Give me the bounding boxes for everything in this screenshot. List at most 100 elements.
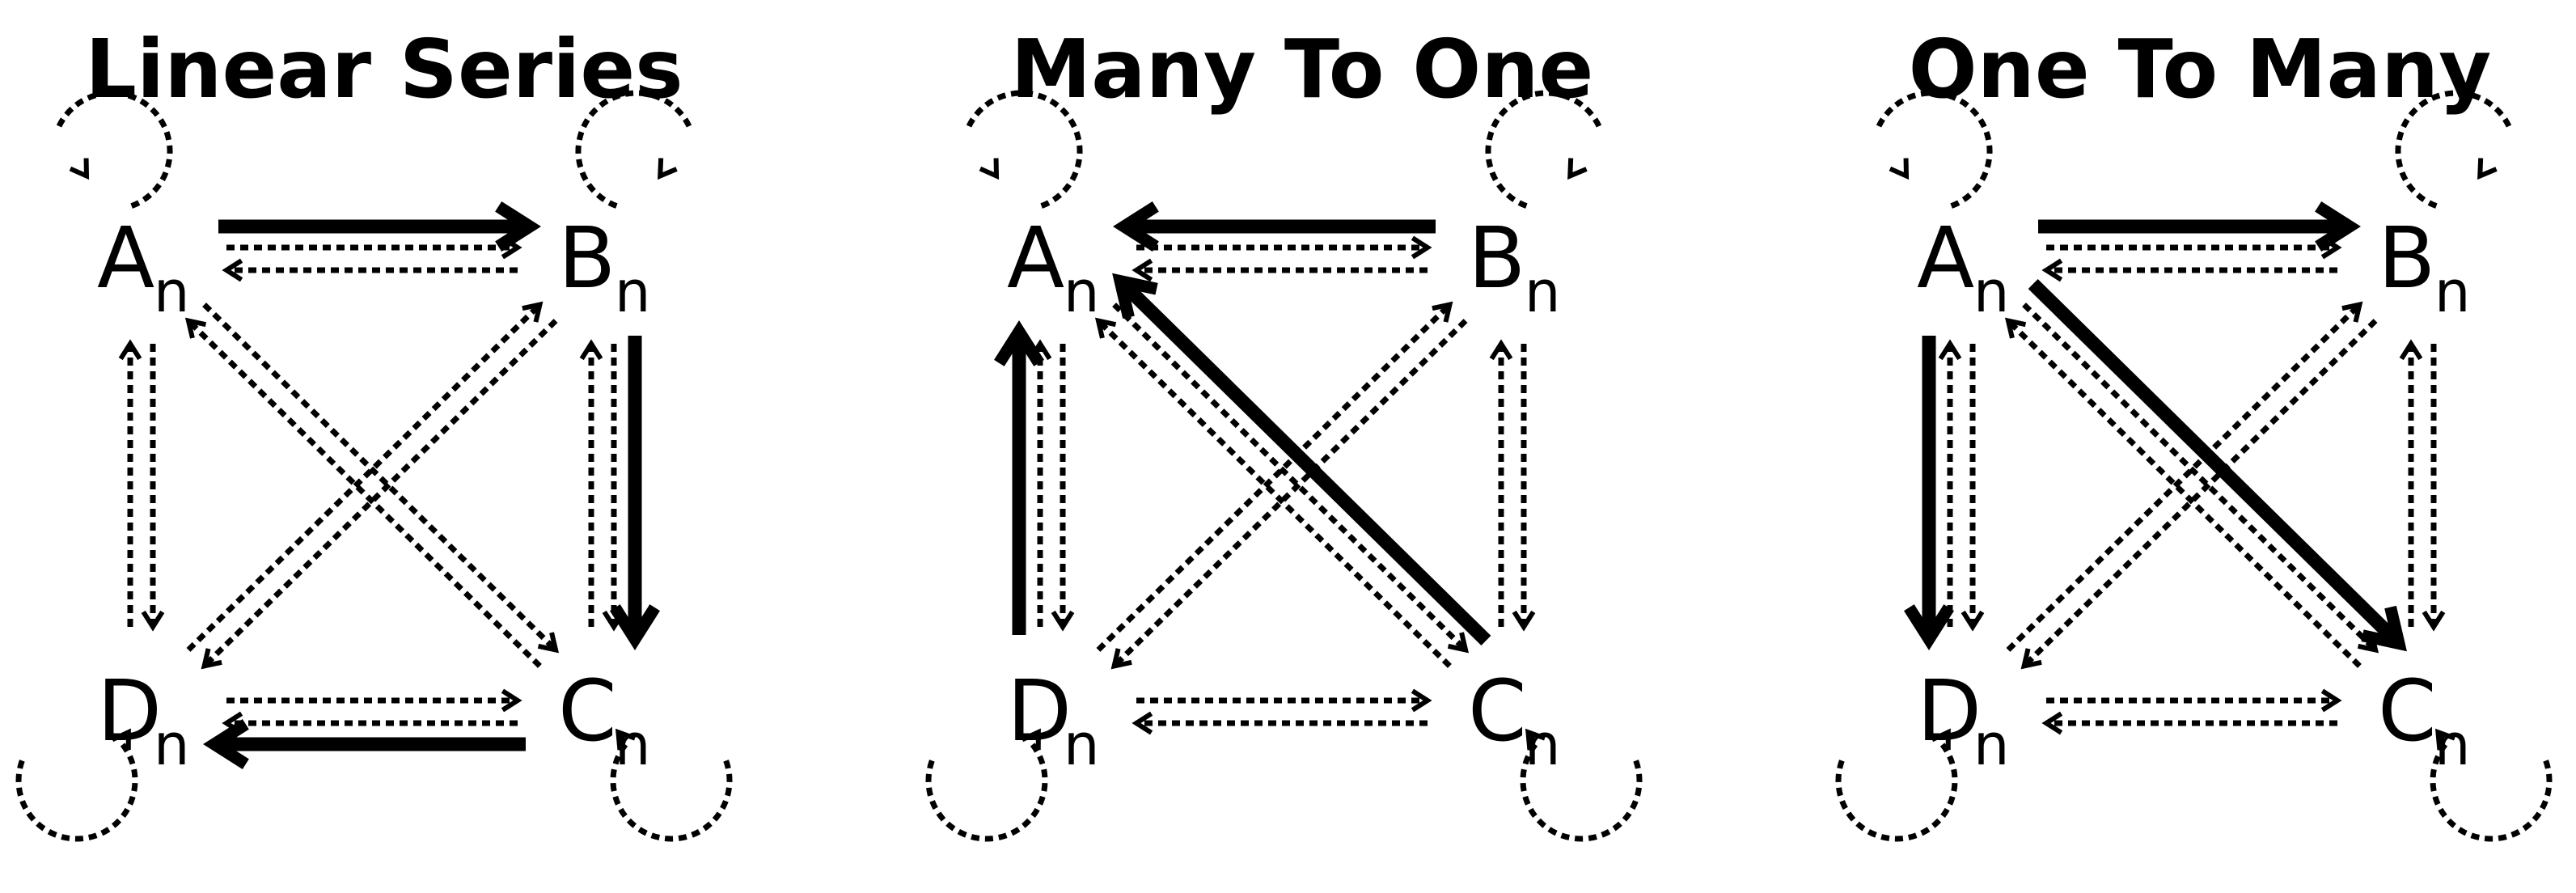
edge-C-A-dotted [1094, 317, 1452, 668]
edge-D-B-dotted-head [1432, 301, 1453, 323]
self-loop-B [2395, 90, 2514, 209]
edge-C-B-dotted-head [579, 339, 603, 361]
edge-C-A-dotted-head [1094, 317, 1117, 339]
node-letter: D [97, 662, 162, 760]
edge-B-C-strong-head [610, 604, 660, 650]
self-loop-A-arc [54, 90, 173, 209]
edge-A-B-dotted [2046, 235, 2342, 260]
node-letter: A [1007, 209, 1064, 307]
edge-B-C-dotted-head [2422, 610, 2446, 632]
edge-A-D-dotted-head [141, 610, 165, 632]
edge-D-B-dotted-shaft [2006, 303, 2362, 652]
edge-B-D-dotted-shaft [1112, 319, 1468, 668]
edge-A-D-strong [1904, 336, 1954, 650]
self-loop-C-arc [610, 741, 733, 842]
edge-D-A-dotted [118, 339, 142, 627]
edge-D-B-dotted-head [522, 301, 544, 323]
edge-A-C-dotted-shaft [2022, 303, 2378, 652]
self-loop-C [2430, 728, 2553, 842]
self-loop-D-arc [1835, 741, 1958, 842]
node-letter: C [558, 662, 617, 760]
edge-D-A-strong-head [994, 320, 1044, 366]
edge-A-B-strong [218, 201, 541, 252]
node-letter: C [2378, 662, 2437, 760]
node-C: Cn [2378, 662, 2470, 778]
edge-A-B-strong-head [495, 201, 541, 252]
self-loop-B-head [2477, 158, 2498, 180]
node-D: Dn [1917, 662, 2009, 778]
edge-D-B-dotted-shaft [1096, 303, 1452, 652]
node-subscript: n [2434, 712, 2470, 778]
self-loop-B-arc [1485, 90, 1604, 209]
edge-B-D-dotted [1110, 319, 1468, 670]
edge-C-B-dotted-head [1489, 339, 1513, 361]
edge-D-C-dotted-head [1411, 688, 1432, 713]
node-subscript: n [154, 259, 189, 325]
self-loop-C [610, 728, 733, 842]
edge-C-D-dotted [2041, 711, 2337, 735]
edge-D-C-dotted [2046, 688, 2342, 713]
edge-A-D-dotted [141, 344, 165, 632]
edge-C-B-dotted [579, 339, 603, 627]
self-loop-A-arc [1874, 90, 1993, 209]
edge-C-B-dotted [2399, 339, 2423, 627]
node-D: Dn [97, 662, 189, 778]
self-loop-A [964, 90, 1083, 209]
edge-A-C-dotted-head [1447, 632, 1470, 654]
edge-A-C-dotted [202, 303, 560, 654]
edge-D-B-dotted-head [2341, 301, 2363, 323]
edge-A-C-strong [2028, 278, 2407, 652]
node-letter: B [1468, 209, 1525, 307]
edge-B-A-dotted-head [1131, 258, 1153, 282]
edge-B-D-dotted-head [2020, 648, 2042, 670]
self-loop-D [1835, 728, 1958, 842]
node-B: Bn [1468, 209, 1560, 325]
self-loop-C-arc [2430, 741, 2553, 842]
edge-B-A-dotted [1131, 258, 1428, 282]
edge-C-A-dotted-shaft [1096, 319, 1452, 668]
edge-D-A-strong [994, 320, 1044, 635]
edge-C-A-dotted-head [184, 317, 207, 339]
self-loop-C-head [1525, 728, 1546, 751]
edge-B-C-dotted [1512, 344, 1536, 632]
edge-A-C-dotted [1112, 303, 1470, 654]
edge-B-D-dotted-shaft [2022, 319, 2378, 668]
edge-C-A-strong-shaft [1115, 276, 1491, 645]
self-loop-C-head [615, 728, 637, 751]
edge-C-D-strong-head [203, 719, 249, 769]
edge-B-D-dotted [201, 319, 558, 670]
edge-D-B-dotted [1096, 301, 1453, 652]
edge-A-C-strong-shaft [2028, 278, 2404, 649]
self-loop-B-arc [575, 90, 694, 209]
self-loop-D-arc [925, 741, 1048, 842]
edge-D-C-dotted [1136, 688, 1432, 713]
node-letter: C [1468, 662, 1527, 760]
edge-B-A-dotted-head [2041, 258, 2063, 282]
edge-D-A-dotted [1938, 339, 1962, 627]
edge-C-A-strong [1112, 273, 1491, 645]
self-loop-A [54, 90, 173, 209]
edge-B-A-dotted [2041, 258, 2337, 282]
edge-C-B-dotted-head [2399, 339, 2423, 361]
edge-A-C-dotted-shaft [1112, 303, 1468, 652]
edge-D-A-dotted-head [118, 339, 142, 361]
panel-title: Many To One [1011, 22, 1594, 116]
self-loop-D-arc [15, 741, 138, 842]
self-loop-A [1874, 90, 1993, 209]
node-B: Bn [2378, 209, 2470, 325]
edge-B-D-dotted-shaft [202, 319, 558, 668]
node-B: Bn [558, 209, 650, 325]
edge-A-B-dotted [226, 235, 522, 260]
node-subscript: n [1525, 259, 1560, 325]
node-subscript: n [1064, 259, 1099, 325]
edge-C-D-dotted-head [1131, 711, 1153, 735]
edge-B-C-dotted [2422, 344, 2446, 632]
node-A: An [1007, 209, 1099, 325]
node-subscript: n [615, 259, 650, 325]
self-loop-D-head [1931, 728, 1951, 751]
edge-D-C-dotted [226, 688, 522, 713]
edge-C-A-dotted-head [2004, 317, 2027, 339]
